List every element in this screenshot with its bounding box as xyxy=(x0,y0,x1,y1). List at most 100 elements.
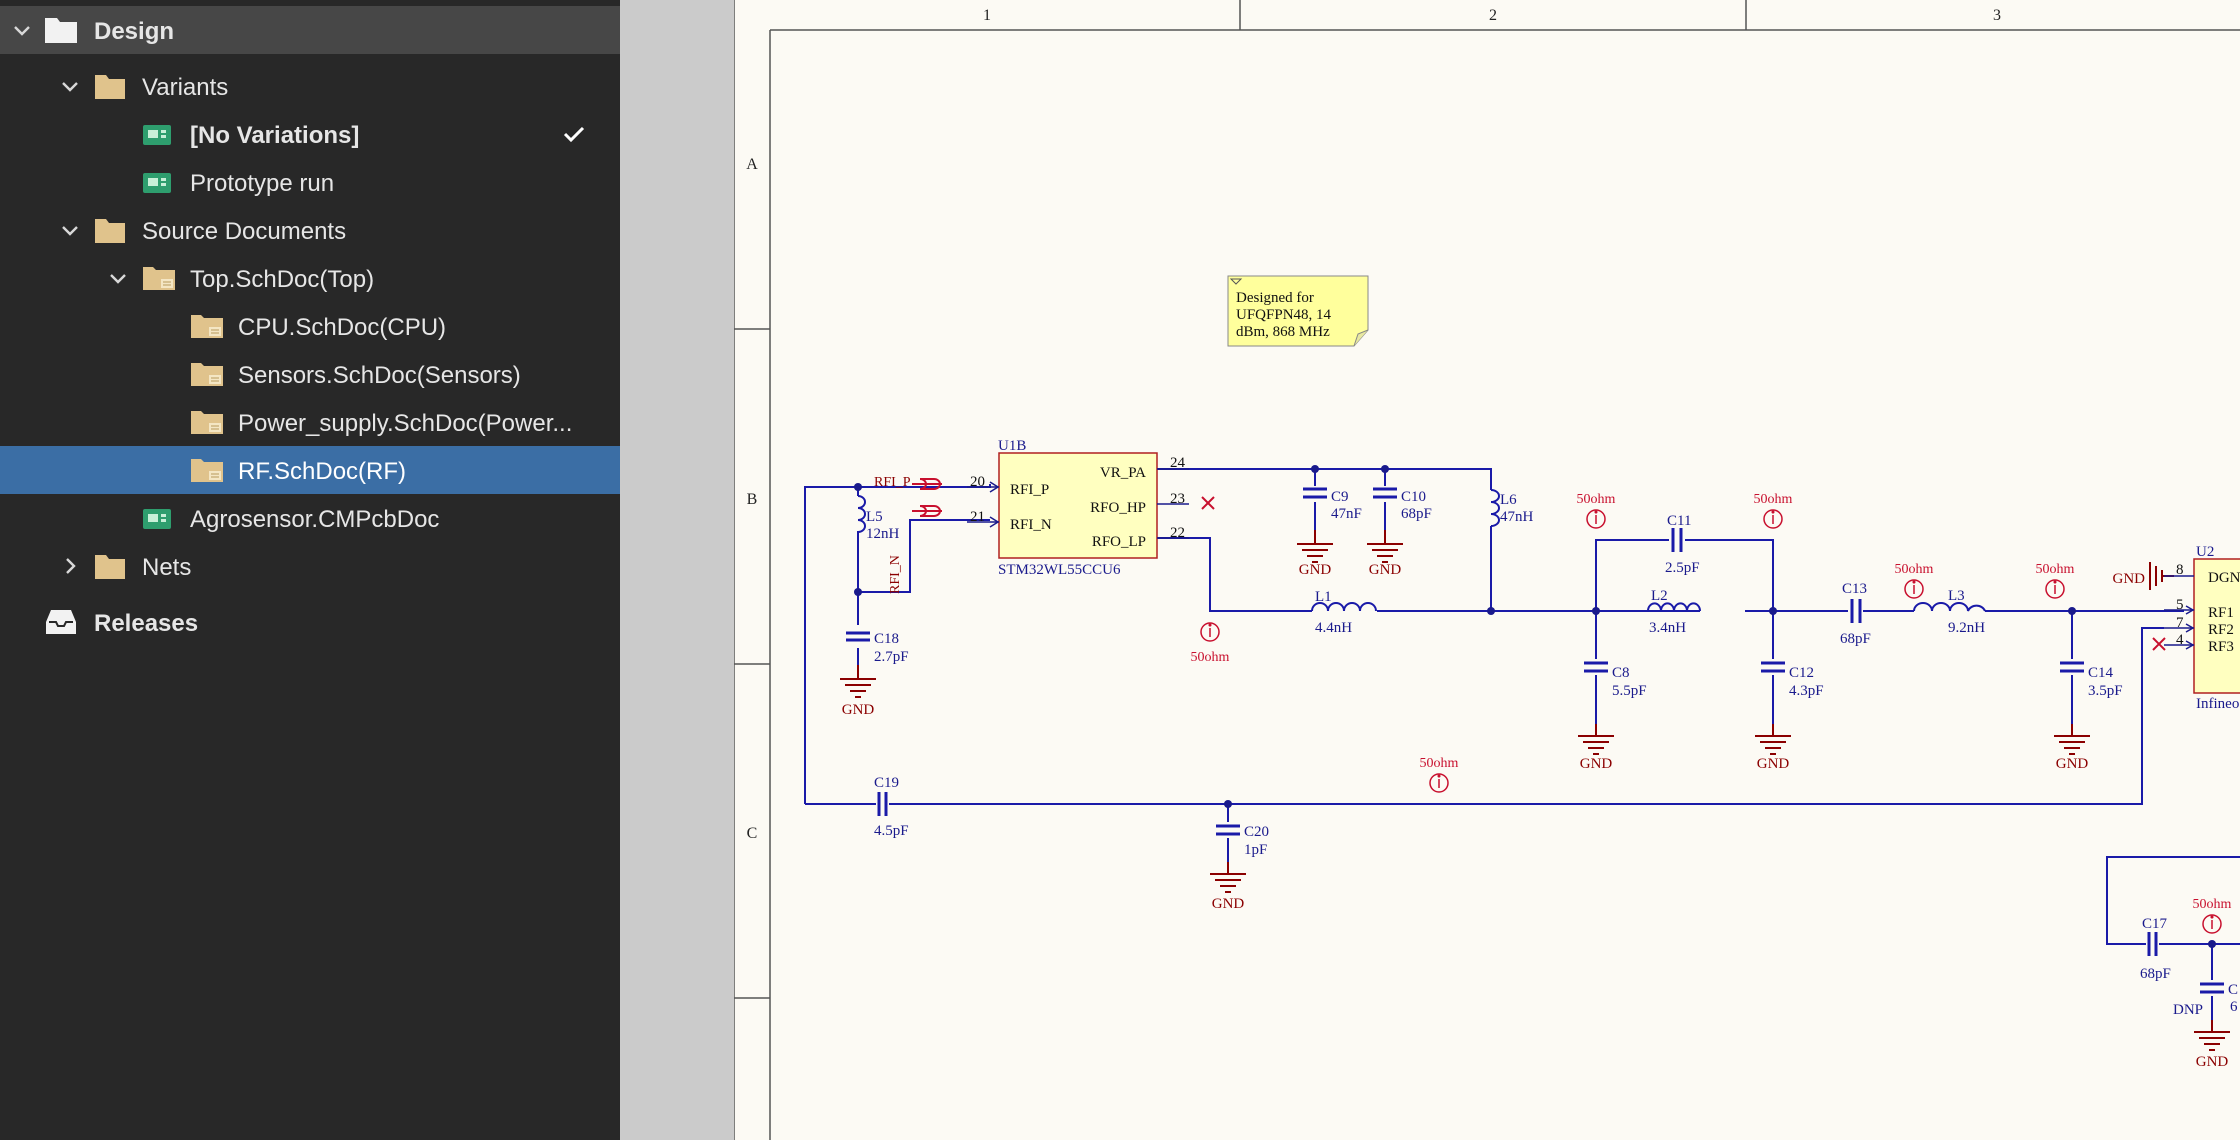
grid-row-label: A xyxy=(746,156,758,173)
tree-row-pcb-doc[interactable]: Agrosensor.CMPcbDoc xyxy=(0,494,620,542)
tree-row-sensors-schdoc[interactable]: Sensors.SchDoc(Sensors) xyxy=(0,350,620,398)
tree-row-releases[interactable]: Releases xyxy=(0,598,620,646)
canvas-margin xyxy=(620,0,734,1140)
impedance-label: 50ohm xyxy=(1191,650,1230,665)
tree-row-variants[interactable]: Variants xyxy=(0,62,620,110)
u1b-component[interactable]: U1B STM32WL55CCU6 RFI_P RFI_N VR_PA RFO_… xyxy=(967,438,1189,578)
chevron-right-icon[interactable] xyxy=(58,554,82,578)
pin-name: RF2 xyxy=(2208,622,2234,638)
inductor-l3 xyxy=(1913,602,1986,612)
schematic-doc-icon xyxy=(191,459,223,482)
schematic-sheet[interactable]: 1 2 3 A B C Designed for UFQFPN48, 14 dB… xyxy=(734,0,2240,1140)
pin-number: 22 xyxy=(1170,525,1185,541)
gnd-label: GND xyxy=(2196,1054,2229,1070)
part-value: 2.7pF xyxy=(874,649,909,665)
tree-row-source-documents[interactable]: Source Documents xyxy=(0,206,620,254)
impedance-label: 50ohm xyxy=(2193,897,2232,912)
part-value: 9.2nH xyxy=(1948,620,1985,636)
component-vendor: Infineo xyxy=(2196,696,2239,712)
part-value: 4.5pF xyxy=(874,823,909,839)
pin-number: 23 xyxy=(1170,491,1185,507)
schematic-canvas[interactable]: 1 2 3 A B C Designed for UFQFPN48, 14 dB… xyxy=(734,0,2240,1140)
inductor-l5 xyxy=(857,495,866,533)
impedance-label: 50ohm xyxy=(1754,492,1793,507)
gnd-label: GND xyxy=(1299,562,1332,578)
gnd-symbol xyxy=(2054,724,2090,755)
tree-row-variant-no-variations[interactable]: [No Variations] xyxy=(0,110,620,158)
diff-pair-markers xyxy=(912,478,942,517)
tree-row-variant-prototype-run[interactable]: Prototype run xyxy=(0,158,620,206)
tree-row-design[interactable]: Design xyxy=(0,6,620,54)
no-connect-icon xyxy=(1201,496,1215,510)
part-designator: L1 xyxy=(1315,589,1332,605)
part-designator: C17 xyxy=(2142,916,2168,932)
component-ref: U2 xyxy=(2196,544,2214,560)
nets-label: Nets xyxy=(142,554,192,581)
inductor-l6 xyxy=(1490,489,1500,527)
tree-row-nets[interactable]: Nets xyxy=(0,542,620,590)
part-value: 4.3pF xyxy=(1789,683,1824,699)
inductor-l1 xyxy=(1311,602,1377,612)
net-label-rfi-n[interactable]: RFI_N xyxy=(888,555,903,594)
part-value: 47nF xyxy=(1331,506,1362,522)
chevron-down-icon[interactable] xyxy=(10,18,34,42)
gnd-symbol xyxy=(2194,1020,2230,1051)
source-documents-label: Source Documents xyxy=(142,218,347,245)
part-designator: C8 xyxy=(1612,665,1630,681)
chevron-down-icon[interactable] xyxy=(58,218,82,242)
grid-column-label: 1 xyxy=(983,7,991,24)
tree-row-power-supply-schdoc[interactable]: Power_supply.SchDoc(Power... xyxy=(0,398,620,446)
part-designator: C12 xyxy=(1789,665,1814,681)
pin-number: 8 xyxy=(2176,562,2184,578)
design-note[interactable]: Designed for UFQFPN48, 14 dBm, 868 MHz xyxy=(1227,275,1369,347)
ground-symbols xyxy=(840,530,2230,1051)
net-label-rfi-p[interactable]: RFI_P xyxy=(874,475,911,490)
pin-name: RFI_N xyxy=(1010,517,1052,533)
document-label: CPU.SchDoc(CPU) xyxy=(238,314,447,341)
document-label: Top.SchDoc(Top) xyxy=(190,266,375,293)
note-line: dBm, 868 MHz xyxy=(1236,324,1330,340)
component-ref: U1B xyxy=(998,438,1026,454)
impedance-label: 50ohm xyxy=(1420,756,1459,771)
gnd-symbol xyxy=(1755,724,1791,755)
no-connect-icon xyxy=(2152,637,2166,651)
schematic-doc-icon xyxy=(191,315,223,338)
variant-label: [No Variations] xyxy=(190,122,360,149)
grid-row-label: B xyxy=(747,491,758,508)
dnp-label: DNP xyxy=(2173,1002,2203,1018)
part-value: 3.4nH xyxy=(1649,620,1686,636)
tree-row-rf-schdoc[interactable]: RF.SchDoc(RF) xyxy=(0,446,620,494)
part-value: 4.4nH xyxy=(1315,620,1352,636)
chevron-down-icon[interactable] xyxy=(58,74,82,98)
part-value-partial: 6 xyxy=(2230,999,2238,1015)
pin-number: 20 xyxy=(970,474,985,490)
pin-name: RF3 xyxy=(2208,639,2234,655)
part-value: 1pF xyxy=(1244,842,1267,858)
note-line: Designed for xyxy=(1236,290,1314,306)
pin-number: 21 xyxy=(970,509,985,525)
u2-component[interactable]: U2 Infineo DGN RF1 RF2 RF3 8 5 7 4 xyxy=(2164,544,2240,712)
variant-label: Prototype run xyxy=(190,170,335,197)
gnd-label: GND xyxy=(1580,756,1613,772)
impedance-label: 50ohm xyxy=(1895,562,1934,577)
gnd-symbol xyxy=(840,665,876,698)
tree-row-cpu-schdoc[interactable]: CPU.SchDoc(CPU) xyxy=(0,302,620,350)
part-designator: L6 xyxy=(1500,492,1517,508)
document-label: Sensors.SchDoc(Sensors) xyxy=(238,362,521,389)
no-connect-marks xyxy=(1201,496,2166,651)
part-value: 12nH xyxy=(866,526,900,542)
gnd-label: GND xyxy=(2056,756,2089,772)
diff-pair-icon xyxy=(912,478,942,490)
chevron-down-icon[interactable] xyxy=(106,266,130,290)
gnd-symbol xyxy=(1297,530,1333,563)
impedance-label: 50ohm xyxy=(1577,492,1616,507)
project-tree-panel: Design Variants [No Variations] Prototyp… xyxy=(0,0,620,1140)
pcb-icon xyxy=(143,125,171,145)
impedance-label: 50ohm xyxy=(2036,562,2075,577)
part-value: 68pF xyxy=(1401,506,1432,522)
schematic-doc-icon xyxy=(143,267,175,290)
tree-row-top-schdoc[interactable]: Top.SchDoc(Top) xyxy=(0,254,620,302)
folder-icon xyxy=(95,219,125,243)
part-designator: C13 xyxy=(1842,581,1867,597)
document-label: RF.SchDoc(RF) xyxy=(238,458,407,485)
